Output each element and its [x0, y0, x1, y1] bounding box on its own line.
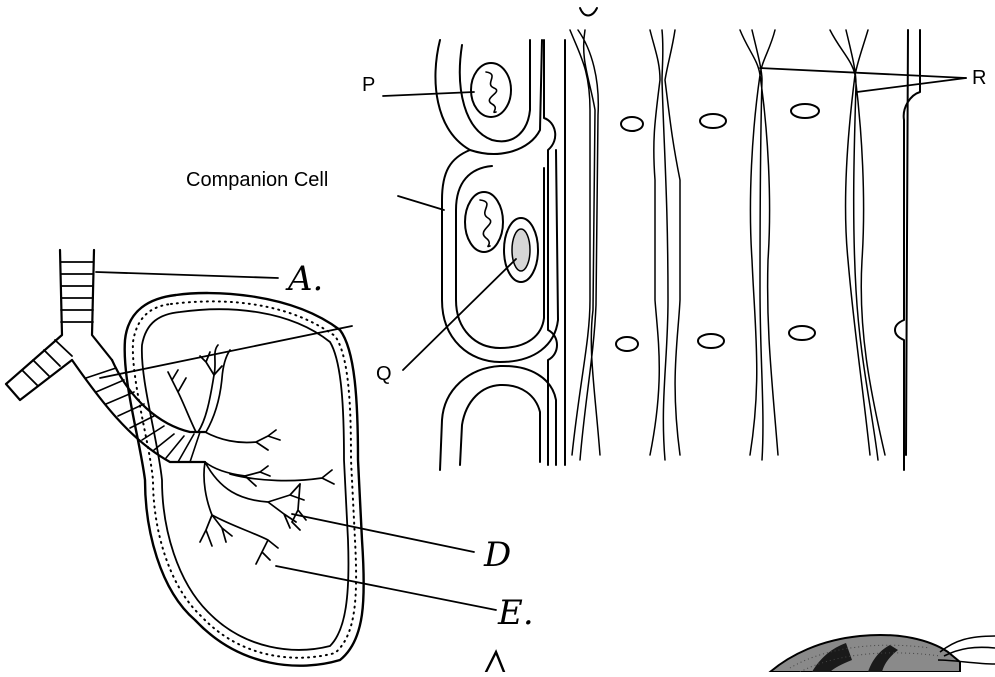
leader-d [292, 514, 474, 552]
label-e: E. [497, 593, 534, 633]
organelle-q-inner [512, 229, 530, 271]
label-p: P [362, 74, 375, 96]
label-a: A. [285, 259, 323, 299]
trachea-rings [22, 262, 93, 386]
label-r: R [972, 67, 986, 89]
phloem-diagram [383, 8, 966, 470]
sieve-pore [789, 326, 815, 340]
sieve-pore [621, 117, 643, 131]
pleura [142, 309, 349, 650]
nucleus-p-chromatin [486, 72, 497, 112]
companion-nucleus-chromatin [480, 200, 491, 247]
strand-group-1 [570, 30, 600, 460]
stray-letter-fragment [486, 652, 504, 672]
sieve-pore [791, 104, 819, 118]
leader-r-2 [857, 78, 966, 92]
leader-e [276, 566, 496, 610]
shrimp-illustration [770, 635, 995, 672]
sieve-pore [698, 334, 724, 348]
leader-q [403, 259, 516, 370]
upper-cell-outline [435, 40, 542, 154]
lower-cell-inner [460, 385, 540, 465]
leader-companion-cell [398, 196, 444, 210]
sieve-pore [700, 114, 726, 128]
label-q: Q [376, 363, 392, 385]
strand-group-3 [740, 30, 778, 460]
nucleus-p [471, 63, 511, 117]
leader-a [96, 272, 278, 278]
leader-p [383, 92, 474, 96]
shrimp-body [770, 635, 960, 672]
strand-group-4 [830, 30, 885, 460]
pleura-dots [133, 301, 356, 657]
strand-group-2 [650, 30, 680, 460]
sieve-tube-wall-right [906, 30, 908, 455]
leader-r-1 [760, 68, 966, 78]
top-cut-mark [580, 8, 597, 16]
companion-cell-inner [456, 166, 544, 348]
sieve-pore [616, 337, 638, 351]
lung-diagram [6, 250, 496, 666]
lower-cell-outline [440, 366, 556, 470]
label-d: D [483, 535, 511, 575]
leader-bronchus [100, 326, 352, 378]
label-companion-cell: Companion Cell [186, 169, 328, 191]
